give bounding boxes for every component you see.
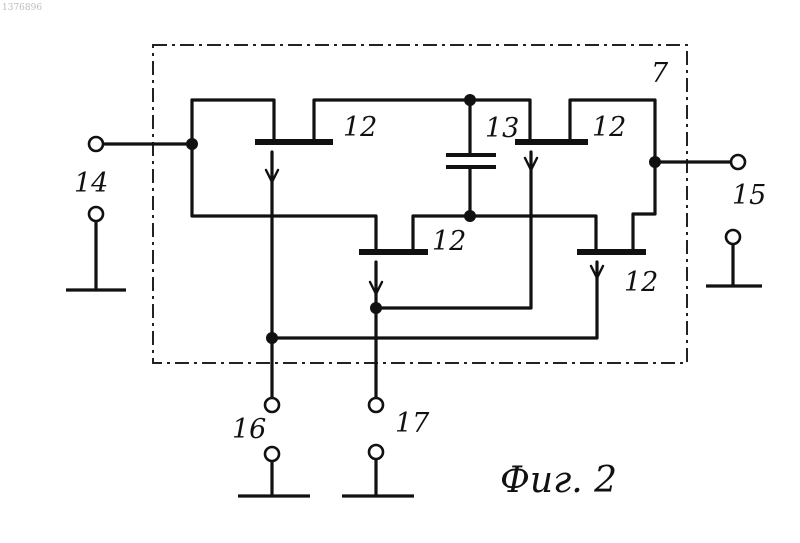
- capacitor: 13: [448, 113, 519, 167]
- transistor-label-2: 12: [592, 112, 626, 143]
- terminal-label-15: 15: [732, 180, 766, 211]
- terminal-17: 17: [342, 398, 430, 496]
- terminal-16: 16: [232, 398, 310, 496]
- terminal-label-17: 17: [395, 408, 430, 439]
- transistor-label-4: 12: [624, 267, 658, 298]
- ground-icon: [342, 459, 414, 496]
- block-outline: [153, 45, 687, 363]
- transistor-2: 12: [518, 112, 626, 170]
- terminal-14: 14: [66, 137, 126, 290]
- transistor-label-1: 12: [343, 112, 377, 143]
- corner-mark: 1376896: [2, 3, 42, 13]
- transistor-4: 12: [580, 252, 658, 298]
- terminal-label-14: 14: [74, 168, 108, 199]
- ground-icon: [238, 461, 310, 496]
- figure-caption: Фиг. 2: [500, 460, 617, 501]
- terminal-label-16: 16: [232, 414, 266, 445]
- ground-icon: [66, 221, 126, 290]
- block-label: 7: [651, 58, 669, 89]
- ground-icon: [706, 244, 762, 286]
- transistor-1: 12: [258, 112, 377, 182]
- terminal-15: 15: [706, 155, 766, 286]
- capacitor-label: 13: [485, 113, 519, 144]
- transistor-label-3: 12: [432, 226, 466, 257]
